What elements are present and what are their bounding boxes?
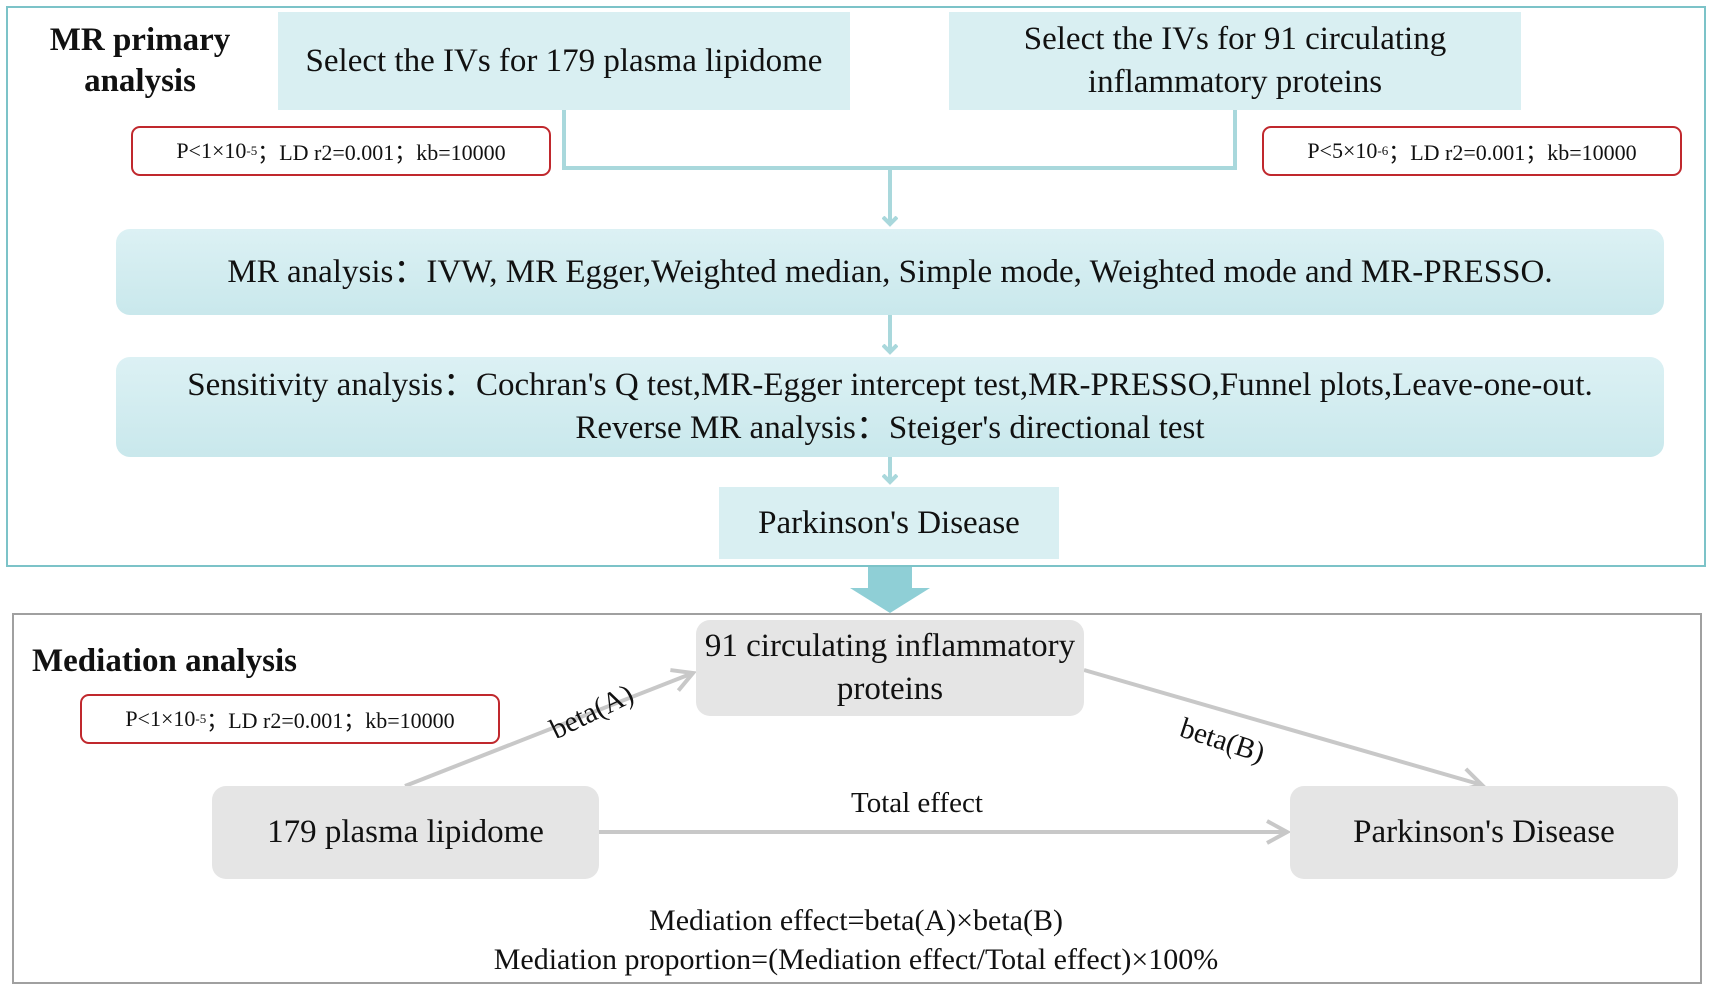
criteria-exponent: -6	[1377, 143, 1389, 158]
mediator-node: 91 circulating inflammatory proteins	[696, 620, 1084, 716]
mediation-criteria-box: P<1×10-5；LD r2=0.001；kb=10000	[80, 694, 500, 744]
criteria-exponent: -5	[195, 711, 207, 726]
parkinsons-outcome-box: Parkinson's Disease	[719, 487, 1059, 559]
criteria-suffix: ；LD r2=0.001；kb=10000	[206, 708, 455, 733]
sensitivity-line: Sensitivity analysis：Cochran's Q test,MR…	[187, 367, 1593, 403]
beta-a-arrow	[404, 673, 693, 788]
criteria-suffix: ；LD r2=0.001；kb=10000	[1388, 140, 1637, 165]
primary-heading: MR primary analysis	[49, 22, 231, 99]
lipidome-criteria-box: P<1×10-5；LD r2=0.001；kb=10000	[131, 126, 551, 176]
mediation-proportion-formula: Mediation proportion=(Mediation effect/T…	[493, 943, 1219, 976]
iv-proteins-box: Select the IVs for 91 circulating inflam…	[949, 12, 1521, 110]
iv-lipidome-box: Select the IVs for 179 plasma lipidome	[278, 12, 850, 110]
mr-analysis-box: MR analysis：IVW, MR Egger,Weighted media…	[116, 229, 1664, 315]
mediation-analysis-panel	[12, 613, 1702, 984]
reverse-mr-line: Reverse MR analysis：Steiger's directiona…	[575, 410, 1205, 446]
criteria-prefix: P<5×10	[1307, 138, 1378, 163]
sensitivity-analysis-box: Sensitivity analysis：Cochran's Q test,MR…	[116, 357, 1664, 457]
outcome-node: Parkinson's Disease	[1290, 786, 1678, 879]
proteins-criteria-box: P<5×10-6；LD r2=0.001；kb=10000	[1262, 126, 1682, 176]
criteria-prefix: P<1×10	[125, 706, 196, 731]
criteria-suffix: ；LD r2=0.001；kb=10000	[257, 140, 506, 165]
beta-b-arrow	[1083, 668, 1482, 785]
exposure-node: 179 plasma lipidome	[212, 786, 599, 879]
mediation-effect-formula: Mediation effect=beta(A)×beta(B)	[649, 904, 1063, 937]
criteria-exponent: -5	[246, 143, 258, 158]
total-effect-label: Total effect	[851, 787, 983, 819]
criteria-prefix: P<1×10	[176, 138, 247, 163]
primary-analysis-panel	[6, 6, 1706, 567]
panel-transition-arrow	[850, 567, 930, 613]
iv-merge-connector	[562, 110, 1237, 170]
mediation-heading: Mediation analysis	[32, 643, 297, 679]
